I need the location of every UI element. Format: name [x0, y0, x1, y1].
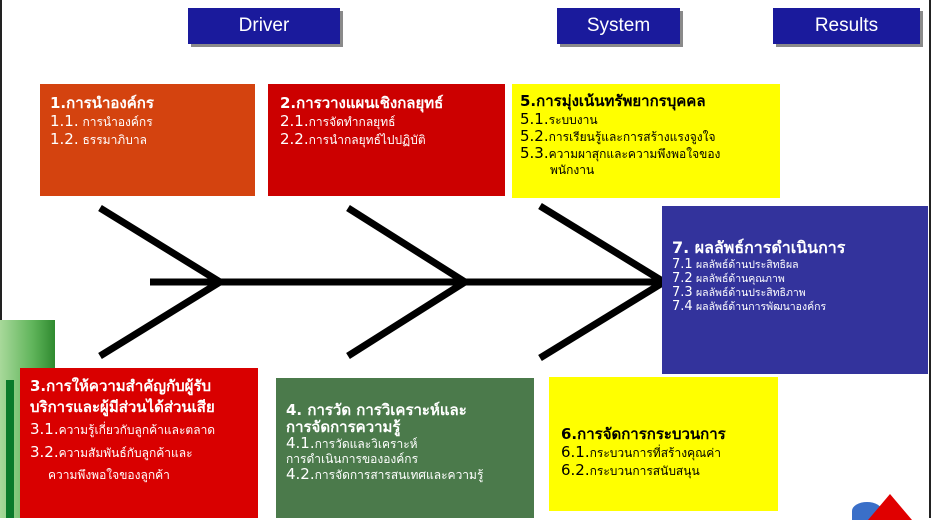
item-text: ความผาสุกและความพึงพอใจของ — [548, 147, 721, 161]
box5-title: 5.การมุ่งเน้นทรัพยากรบุคคล — [520, 92, 706, 110]
item-number: 7.4 — [672, 299, 693, 314]
item-number: 7.1 — [672, 257, 693, 272]
left-frame-line — [0, 0, 2, 518]
box3-item: 3.1.ความรู้เกี่ยวกับลูกค้าและตลาด — [30, 418, 258, 441]
item-number: 5.3. — [520, 144, 549, 162]
bone-lower-2 — [346, 279, 467, 359]
results-box-7: 7. ผลลัพธ์การดำเนินการ 7.1 ผลลัพธ์ด้านปร… — [662, 206, 928, 374]
box4-title-line1: 4. การวัด การวิเคราะห์และ — [286, 401, 467, 419]
item-text: ผลลัพธ์ด้านคุณภาพ — [692, 273, 785, 285]
item-number: 7.3 — [672, 285, 693, 300]
item-number: 4.1. — [286, 434, 315, 452]
item-text: ระบบงาน — [548, 113, 598, 127]
box2-item: 2.2.การนำกลยุทธ์ไปปฏิบัติ — [280, 131, 505, 149]
box4-item: 4.1.การวัดและวิเคราะห์ — [286, 436, 534, 452]
item-text: การนำองค์กร — [78, 115, 153, 129]
item-number: 2.2. — [280, 130, 309, 148]
system-header: System — [557, 8, 680, 44]
bone-lower-3 — [538, 279, 666, 361]
category-box-2: 2.การวางแผนเชิงกลยุทธ์ 2.1.การจัดทำกลยุท… — [268, 84, 505, 196]
item-text: การจัดการสารสนเทศและความรู้ — [314, 468, 484, 482]
category-box-6: 6.การจัดการกระบวนการ 6.1.กระบวนการที่สร้… — [549, 377, 778, 511]
item-number: 6.1. — [561, 443, 590, 461]
item-number: 3.1. — [30, 420, 59, 438]
right-frame-line — [929, 0, 931, 518]
item-number: 1.2. — [50, 130, 79, 148]
box7-item: 7.1 ผลลัพธ์ด้านประสิทธิผล — [672, 258, 928, 272]
box1-item: 1.2. ธรรมาภิบาล — [50, 131, 255, 149]
item-number: 5.1. — [520, 110, 549, 128]
item-text: ผลลัพธ์ด้านประสิทธิผล — [692, 259, 799, 271]
item-number: 2.1. — [280, 112, 309, 130]
box6-item: 6.1.กระบวนการที่สร้างคุณค่า — [561, 444, 778, 462]
category-box-1: 1.การนำองค์กร 1.1. การนำองค์กร 1.2. ธรรม… — [40, 84, 255, 196]
box6-title: 6.การจัดการกระบวนการ — [561, 425, 726, 443]
item-text: ความรู้เกี่ยวกับลูกค้าและตลาด — [58, 423, 216, 437]
box7-item: 7.2 ผลลัพธ์ด้านคุณภาพ — [672, 272, 928, 286]
item-number: 1.1. — [50, 112, 79, 130]
item-text: ธรรมาภิบาล — [78, 133, 147, 147]
item-number: 6.2. — [561, 461, 590, 479]
item-number: 5.2. — [520, 127, 549, 145]
bone-upper-1 — [98, 205, 222, 285]
box2-item: 2.1.การจัดทำกลยุทธ์ — [280, 113, 505, 131]
item-text: การวัดและวิเคราะห์ — [314, 437, 418, 451]
box3-item-continuation: ความพึงพอใจของลูกค้า — [48, 468, 170, 482]
item-text: การนำกลยุทธ์ไปปฏิบัติ — [308, 133, 426, 147]
bone-upper-3 — [538, 203, 666, 285]
item-text: ผลลัพธ์ด้านการพัฒนาองค์กร — [692, 301, 827, 313]
box5-item-continuation: พนักงาน — [550, 163, 595, 177]
bone-upper-2 — [346, 205, 467, 285]
box4-item: 4.2.การจัดการสารสนเทศและความรู้ — [286, 467, 534, 483]
box3-item: 3.2.ความสัมพันธ์กับลูกค้าและ — [30, 441, 258, 464]
item-text: ความสัมพันธ์กับลูกค้าและ — [58, 446, 193, 460]
box7-item: 7.4 ผลลัพธ์ด้านการพัฒนาองค์กร — [672, 300, 928, 314]
results-header: Results — [773, 8, 920, 44]
item-number: 4.2. — [286, 465, 315, 483]
box5-item: 5.1.ระบบงาน — [520, 111, 780, 128]
bone-lower-1 — [98, 279, 222, 359]
driver-header: Driver — [188, 8, 340, 44]
logo-icon — [868, 494, 912, 520]
box5-item: 5.2.การเรียนรู้และการสร้างแรงจูงใจ — [520, 128, 780, 145]
item-text: การเรียนรู้และการสร้างแรงจูงใจ — [548, 130, 716, 144]
decorative-green-bar — [6, 380, 14, 518]
category-box-3: 3.การให้ความสำคัญกับผู้รับ บริการและผู้ม… — [20, 368, 258, 518]
box5-item: 5.3.ความผาสุกและความพึงพอใจของ — [520, 145, 780, 162]
category-box-4: 4. การวัด การวิเคราะห์และ การจัดการความร… — [276, 378, 534, 518]
box6-item: 6.2.กระบวนการสนับสนุน — [561, 462, 778, 480]
category-box-5: 5.การมุ่งเน้นทรัพยากรบุคคล 5.1.ระบบงาน 5… — [512, 84, 780, 198]
box7-title: 7. ผลลัพธ์การดำเนินการ — [672, 238, 846, 257]
item-number: 3.2. — [30, 443, 59, 461]
item-text: กระบวนการที่สร้างคุณค่า — [589, 446, 721, 460]
box3-title-line1: 3.การให้ความสำคัญกับผู้รับ — [30, 377, 212, 395]
box1-title: 1.การนำองค์กร — [50, 94, 154, 112]
box4-item-continuation: การดำเนินการขององค์กร — [286, 452, 419, 466]
box3-title-line2: บริการและผู้มีส่วนได้ส่วนเสีย — [30, 398, 215, 416]
item-number: 7.2 — [672, 271, 693, 286]
item-text: กระบวนการสนับสนุน — [589, 464, 700, 478]
box2-title: 2.การวางแผนเชิงกลยุทธ์ — [280, 94, 444, 112]
box7-item: 7.3 ผลลัพธ์ด้านประสิทธิภาพ — [672, 286, 928, 300]
box4-title-line2: การจัดการความรู้ — [286, 418, 401, 436]
item-text: ผลลัพธ์ด้านประสิทธิภาพ — [692, 287, 806, 299]
item-text: การจัดทำกลยุทธ์ — [308, 115, 396, 129]
box1-item: 1.1. การนำองค์กร — [50, 113, 255, 131]
